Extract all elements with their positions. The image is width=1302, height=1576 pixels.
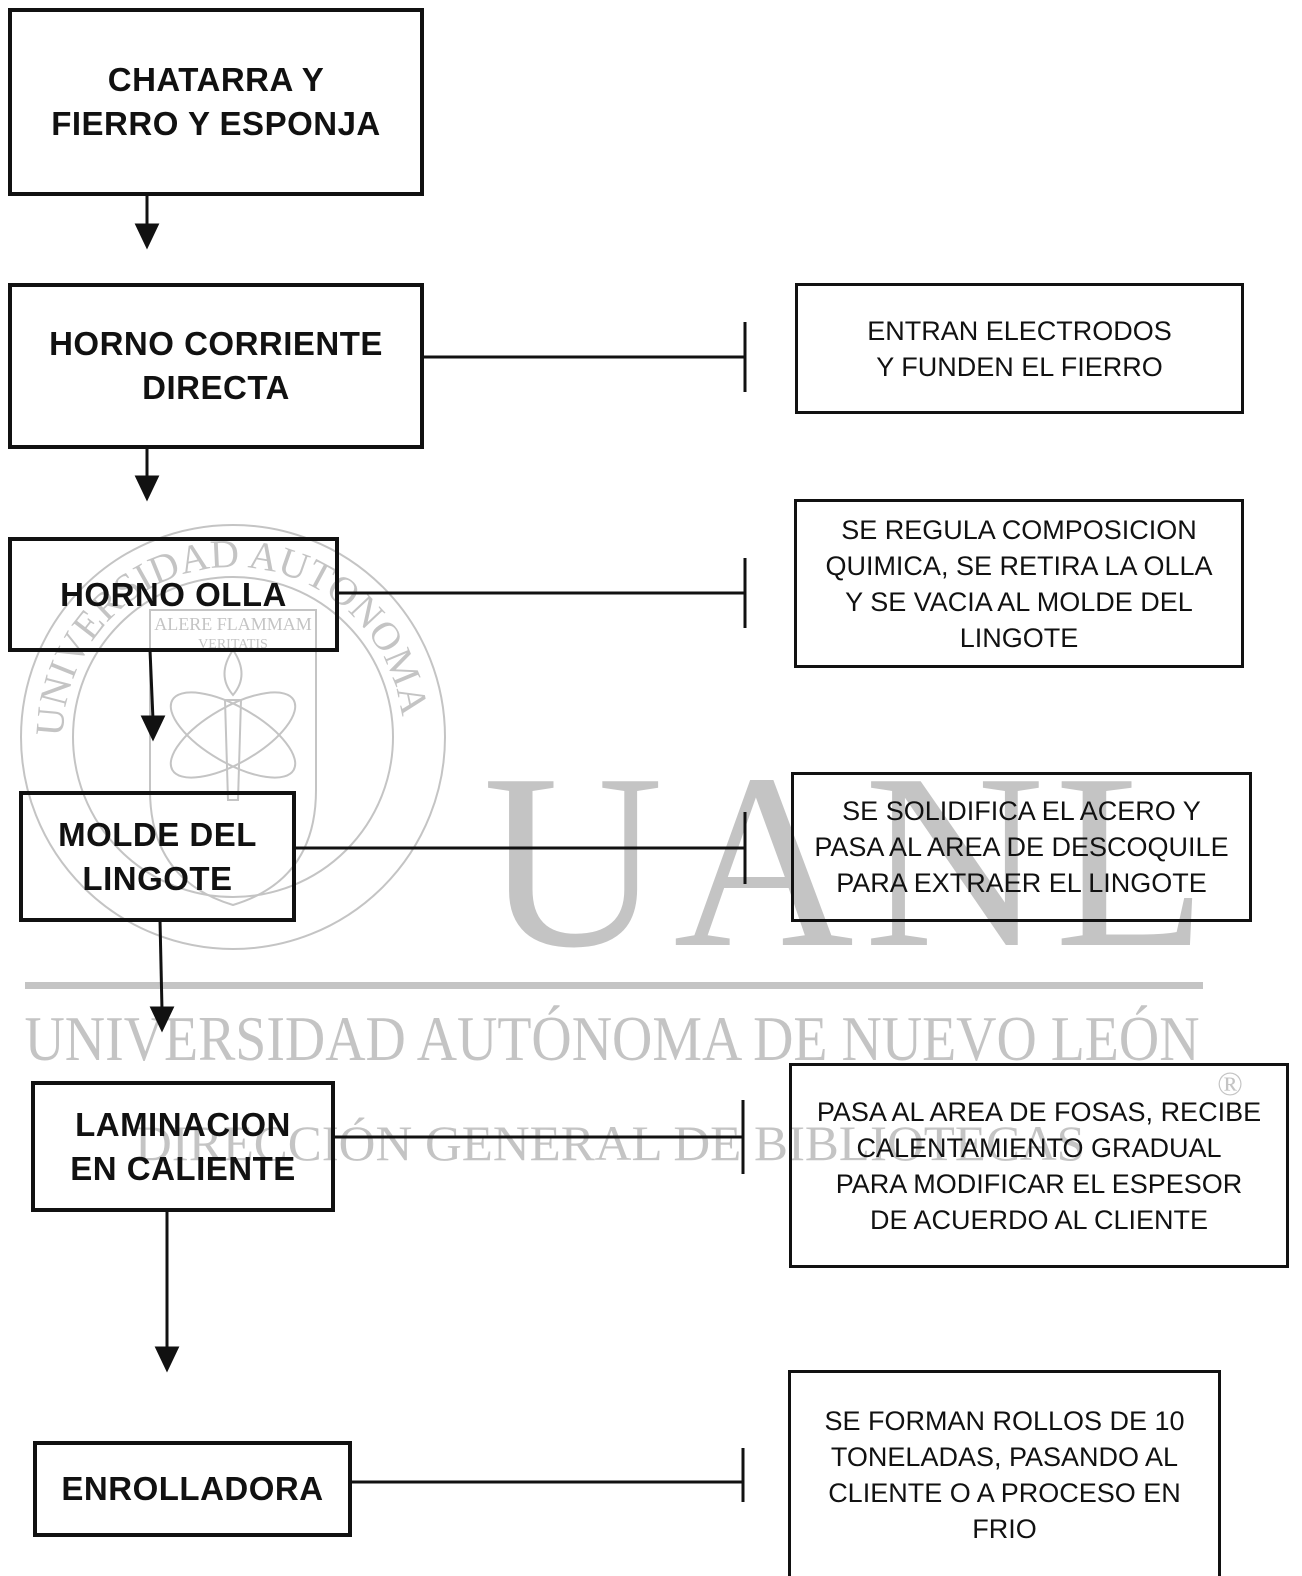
watermark-logo: UANL <box>483 723 1217 1000</box>
step-label: HORNO CORRIENTE DIRECTA <box>49 325 383 406</box>
step-horno-olla: HORNO OLLA <box>8 537 339 652</box>
step-laminacion-en-caliente: LAMINACION EN CALIENTE <box>31 1081 335 1212</box>
step-label: ENROLLADORA <box>61 1470 324 1507</box>
note-text: SE SOLIDIFICA EL ACERO Y PASA AL AREA DE… <box>814 796 1229 898</box>
step-horno-corriente-directa: HORNO CORRIENTE DIRECTA <box>8 283 424 449</box>
step-enrolladora: ENROLLADORA <box>33 1441 352 1537</box>
note-text: SE FORMAN ROLLOS DE 10 TONELADAS, PASAND… <box>824 1405 1185 1544</box>
arrowhead-1 <box>134 223 160 250</box>
step-molde-del-lingote: MOLDE DEL LINGOTE <box>19 791 296 922</box>
step-chatarra: CHATARRA Y FIERRO Y ESPONJA <box>8 8 424 196</box>
note-text: ENTRAN ELECTRODOS Y FUNDEN EL FIERRO <box>867 315 1172 382</box>
step-label: MOLDE DEL LINGOTE <box>58 815 257 897</box>
arrowhead-2 <box>134 475 160 502</box>
seal-motto-1: ALERE FLAMMAM <box>154 614 312 634</box>
arrow-3 <box>148 649 155 721</box>
arrowhead-5 <box>154 1346 180 1373</box>
step-label: CHATARRA Y FIERRO Y ESPONJA <box>51 61 381 142</box>
arrowhead-4 <box>149 1006 175 1033</box>
note-text: PASA AL AREA DE FOSAS, RECIBE CALENTAMIE… <box>816 1096 1262 1235</box>
note-laminacion-en-caliente: PASA AL AREA DE FOSAS, RECIBE CALENTAMIE… <box>789 1063 1289 1268</box>
seal-outer-ring <box>20 524 446 950</box>
watermark-university: UNIVERSIDAD AUTÓNOMA DE NUEVO LEÓN <box>25 1003 1200 1074</box>
seal-torch <box>223 648 243 801</box>
seal-atom-orbit <box>169 691 297 779</box>
note-text: SE REGULA COMPOSICION QUIMICA, SE RETIRA… <box>825 514 1213 653</box>
arrowhead-3 <box>140 715 166 742</box>
seal-shield <box>149 609 317 907</box>
seal-atom-orbit <box>169 691 297 779</box>
watermark-department: DIRECCIÓN GENERAL DE BIBLIOTECAS <box>135 1115 1085 1171</box>
step-label: LAMINACION EN CALIENTE <box>70 1105 296 1187</box>
note-horno-olla: SE REGULA COMPOSICION QUIMICA, SE RETIRA… <box>794 499 1244 668</box>
seal-inner-ring <box>72 576 394 898</box>
step-label: HORNO OLLA <box>60 575 287 613</box>
note-horno-corriente-directa: ENTRAN ELECTRODOS Y FUNDEN EL FIERRO <box>795 283 1244 414</box>
note-enrolladora: SE FORMAN ROLLOS DE 10 TONELADAS, PASAND… <box>788 1370 1221 1576</box>
watermark-rule <box>25 982 1203 989</box>
note-molde-del-lingote: SE SOLIDIFICA EL ACERO Y PASA AL AREA DE… <box>791 772 1252 922</box>
arrow-4 <box>158 919 164 1011</box>
watermark-registered: ® <box>1217 1066 1243 1103</box>
